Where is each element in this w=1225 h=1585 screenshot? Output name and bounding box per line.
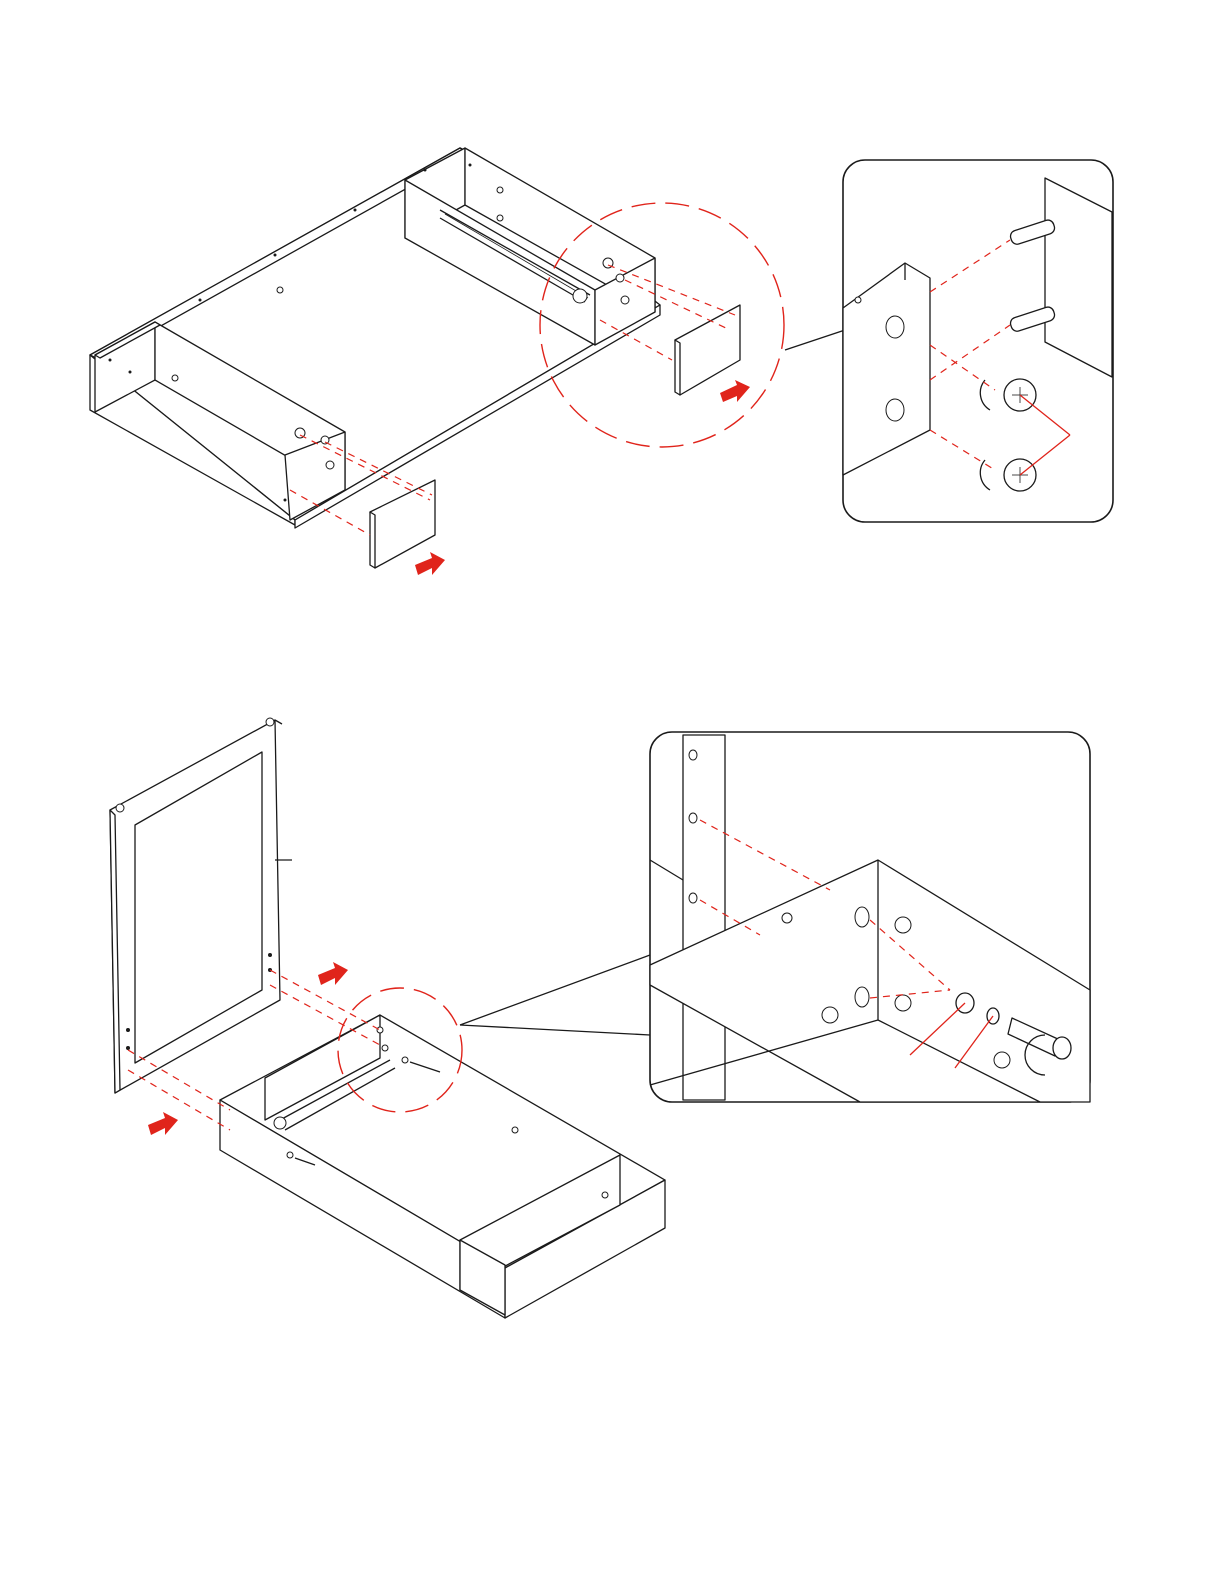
step-a-drawer-frame	[90, 148, 660, 528]
phillips-icon	[994, 1052, 1010, 1068]
detail-box-a	[843, 160, 1113, 522]
washer	[402, 1057, 408, 1063]
slide-roller	[274, 1117, 286, 1129]
allen-bolt-icon	[1053, 1037, 1071, 1059]
side-panel-detail	[1045, 178, 1112, 377]
detail-box-b	[650, 732, 1090, 1102]
phillips-icon	[822, 1007, 838, 1023]
phillips-icon	[895, 917, 911, 933]
front-panel-right-edge	[675, 340, 680, 395]
front-panel-right	[675, 305, 740, 395]
front-panel-left	[370, 480, 435, 568]
phillips-icon	[895, 995, 911, 1011]
face-frame-stile-detail	[683, 735, 725, 1100]
washer	[287, 1152, 293, 1158]
push-arrow-icon	[415, 552, 445, 575]
push-arrow-icon	[318, 962, 348, 985]
slide-roller	[573, 289, 587, 303]
push-arrow-icon	[720, 380, 750, 402]
push-arrow-icon	[148, 1112, 178, 1135]
front-panel-left-edge	[370, 512, 375, 568]
